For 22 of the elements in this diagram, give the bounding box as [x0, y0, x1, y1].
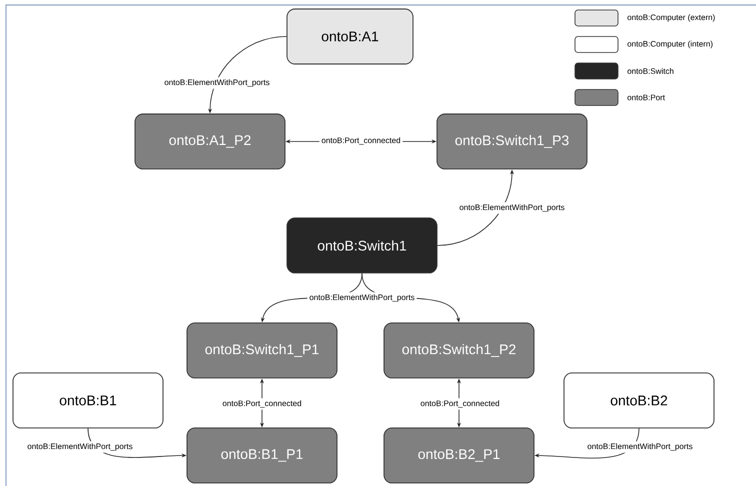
node-box: ontoB:Switch1 [286, 218, 438, 274]
node-box: ontoB:A1 [286, 8, 414, 64]
edge-label: ontoB:ElementWithPort_ports [585, 441, 695, 453]
edge-label: ontoB:ElementWithPort_ports [457, 202, 567, 214]
edge-label: ontoB:ElementWithPort_ports [25, 441, 135, 453]
edge-label: ontoB:ElementWithPort_ports [307, 292, 417, 304]
legend-label: ontoB:Switch [628, 68, 674, 74]
node-box: ontoB:B2_P1 [384, 428, 534, 484]
node-box: ontoB:B1 [12, 372, 164, 428]
edge-label: ontoB:Port_connected [319, 135, 403, 147]
edge-label: ontoB:ElementWithPort_ports [162, 77, 272, 89]
node-box: ontoB:Switch1_P3 [436, 114, 588, 170]
node-box: ontoB:Switch1_P2 [384, 322, 534, 378]
legend-label: ontoB:Port [628, 94, 665, 100]
edge-label: ontoB:Port_connected [418, 398, 502, 410]
legend-label: ontoB:Computer (extern) [628, 14, 715, 22]
legend-label: ontoB:Computer (intern) [628, 40, 712, 48]
node-box: ontoB:A1_P2 [134, 114, 286, 170]
node-box: ontoB:B2 [564, 372, 714, 428]
edge-label: ontoB:Port_connected [220, 398, 304, 410]
node-box: ontoB:Switch1_P1 [186, 322, 338, 378]
node-box: ontoB:B1_P1 [186, 428, 338, 484]
